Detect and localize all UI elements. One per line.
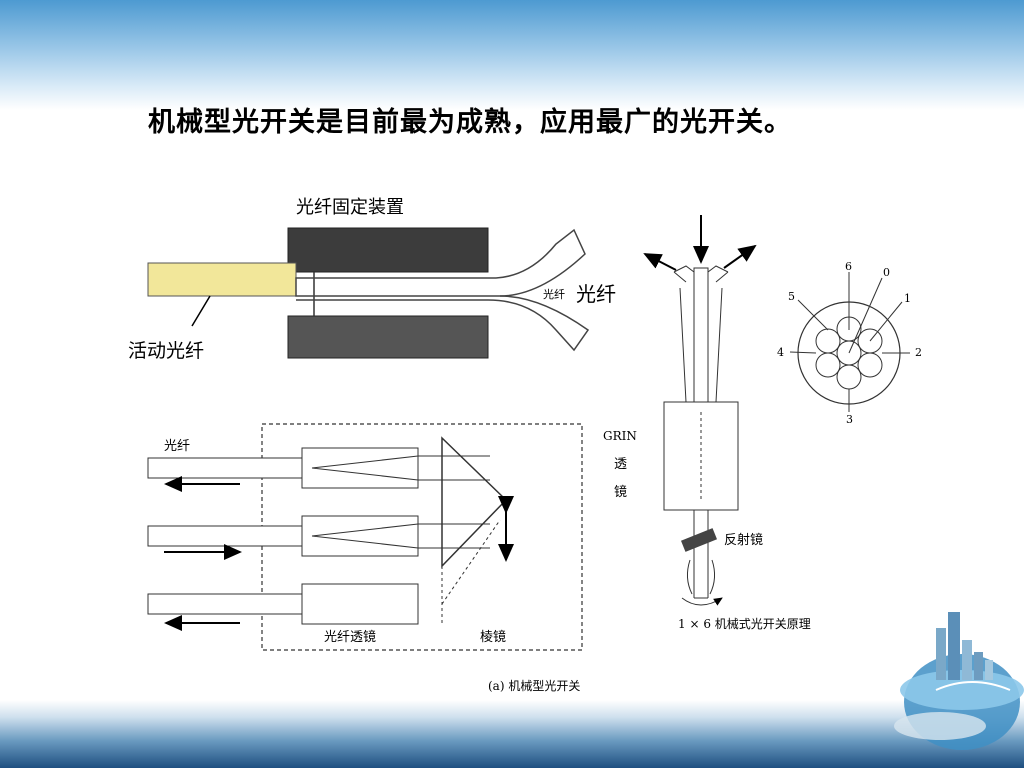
prism-caption: (a) 机械型光开关 — [488, 678, 580, 693]
movable-fiber-label: 活动光纤 — [128, 340, 204, 362]
core-4 — [815, 352, 841, 378]
grin-label-1: GRIN — [603, 429, 637, 443]
prism-label: 棱镜 — [480, 629, 506, 645]
fiber-label-small: 光纤 — [543, 287, 565, 301]
grin-label-2: 透 — [614, 457, 627, 472]
port-3: 3 — [846, 413, 853, 426]
fixture-block-top — [287, 227, 489, 273]
core-3 — [836, 364, 862, 390]
prism-switch-diagram: 光纤 光纤透镜 棱镜 (a) 机械型光开关 — [147, 423, 583, 693]
reflector — [680, 528, 718, 552]
fiber-3 — [147, 593, 303, 615]
lens-1 — [301, 447, 419, 489]
port-5: 5 — [788, 290, 795, 303]
slide-title: 机械型光开关是目前最为成熟，应用最广的光开关。 — [148, 107, 792, 138]
port-0: 0 — [883, 266, 890, 279]
grin-label-3: 镜 — [614, 485, 627, 500]
mirror-label: 反射镜 — [724, 532, 763, 548]
core-1 — [857, 352, 883, 378]
fixture-block-bottom — [287, 315, 489, 359]
movable-fiber-pointer — [191, 295, 211, 327]
footer-wave — [0, 700, 1024, 768]
fiber-2 — [147, 525, 303, 547]
core-5 — [815, 328, 841, 354]
fixture-label: 光纤固定装置 — [296, 197, 404, 218]
grin-switch-diagram: GRIN 透 镜 反射镜 1 × 6 机械式光开关原理 — [603, 215, 811, 631]
grin-caption: 1 × 6 机械式光开关原理 — [678, 616, 811, 631]
port-1: 1 — [904, 292, 911, 305]
lens-3 — [301, 583, 419, 625]
fiber-channel-lower — [487, 295, 590, 352]
lens-2 — [301, 515, 419, 557]
port-6: 6 — [845, 260, 852, 273]
prism-fiber-label: 光纤 — [164, 439, 190, 454]
fiber-fixture-diagram: 光纤固定装置 活动光纤 光纤 光纤 — [128, 197, 616, 362]
fiber-label: 光纤 — [576, 282, 616, 306]
fiber-bundle-diagram: 6 0 5 1 4 2 3 — [777, 260, 922, 426]
fiber-1 — [147, 457, 303, 479]
globe-city-decoration — [894, 612, 1024, 750]
port-4: 4 — [777, 346, 784, 359]
prism — [441, 436, 508, 568]
movable-fiber — [147, 262, 297, 297]
lens-label: 光纤透镜 — [324, 630, 376, 645]
fiber-channel-upper — [295, 228, 586, 297]
port-2: 2 — [915, 346, 922, 359]
header-gradient — [0, 0, 1024, 110]
